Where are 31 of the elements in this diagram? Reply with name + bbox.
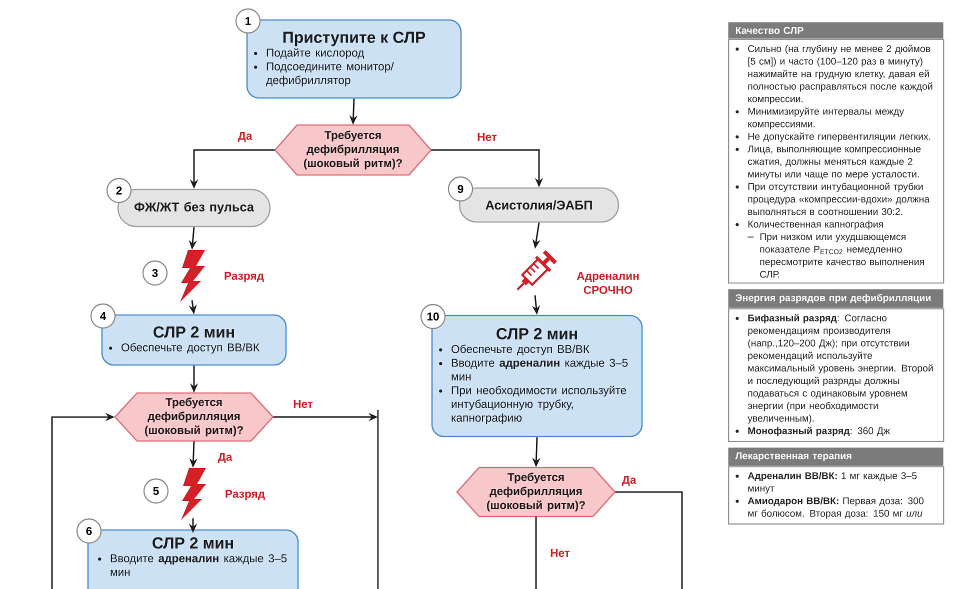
- connector-line: [615, 491, 683, 589]
- edge-label: Нет: [292, 398, 314, 410]
- callout-number: 2: [106, 178, 132, 204]
- note-text: Адреналин СРОЧНО: [576, 272, 639, 294]
- info-panel: Энергия разрядов при дефибрилляции Бифазный разряд: Согласно рекомендациям производителя (напр.,120–200 Дж); при отсутствии рекомендаций используйте максимальный уровень энергии. Второй и последующий разряды должны подаваться с одинаковым уровнем энергии (при необходимости увеличенным). Монофазный разряд: 360 Дж: [728, 289, 944, 442]
- note-text: Разряд: [226, 490, 265, 500]
- edge-label: Да: [620, 474, 638, 488]
- info-panel: Лекарственная терапия Адреналин ВВ/ВК: 1 мг каждые 3–5 минут Амиодарон ВВ/ВК: Первая доза: 300 мг болюсом. Вторая доза: 150 мг или: [728, 448, 944, 525]
- syringe-icon: [516, 250, 557, 290]
- callout-number: 4: [90, 303, 116, 329]
- callout-number: 3: [142, 260, 168, 286]
- callout-number: 5: [143, 478, 169, 504]
- edge-label: Нет: [548, 548, 572, 558]
- note-text: Разряд: [224, 272, 264, 282]
- lightning-icon: [180, 250, 205, 302]
- edge-label: Да: [216, 452, 234, 464]
- edge-label: Да: [236, 130, 254, 144]
- callout-number: 1: [235, 8, 261, 34]
- decision-hexagon: Требуется дефибрилляция (шоковый ритм)?: [274, 124, 432, 176]
- node-label: Лекарственная терапия: [735, 452, 852, 462]
- decision-hexagon: Требуется дефибрилляция (шоковый ритм)?: [114, 392, 274, 442]
- callout-number: 10: [420, 304, 446, 330]
- connector-line: [535, 516, 537, 589]
- info-panel: Качество СЛР Сильно (на глубину не менее 2 дюймов [5 см]) и часто (100–120 раз в минуту) нажимайте на грудную клетку, давая ей полностью расправляться после каждой компрессии. Минимизируйте интервалы между компрессиями. Не допускайте гипервентиляции легких. Лица, выполняющие компрессионные сжатия, должны меняться каждые 2 минуты или чаще по мере усталости. При отсутствии интубационной трубки процедура «компрессии-вдохи» должна выполняться в соотношении 30:2. Количественная капнография При низком или ухудшающемся показателе P$_{ETCO2}$ немедленно пересмотрите качество выполнения СЛР.: [728, 22, 944, 284]
- edge-label: Нет: [476, 132, 498, 142]
- decision-hexagon: Требуется дефибрилляция (шоковый ритм)?: [456, 466, 616, 518]
- callout-number: 6: [76, 518, 102, 544]
- node-label: Качество СЛР: [736, 26, 804, 34]
- lightning-icon: [181, 468, 206, 520]
- callout-number: 9: [448, 176, 474, 202]
- node-label: Энергия разрядов при дефибрилляции: [736, 294, 931, 304]
